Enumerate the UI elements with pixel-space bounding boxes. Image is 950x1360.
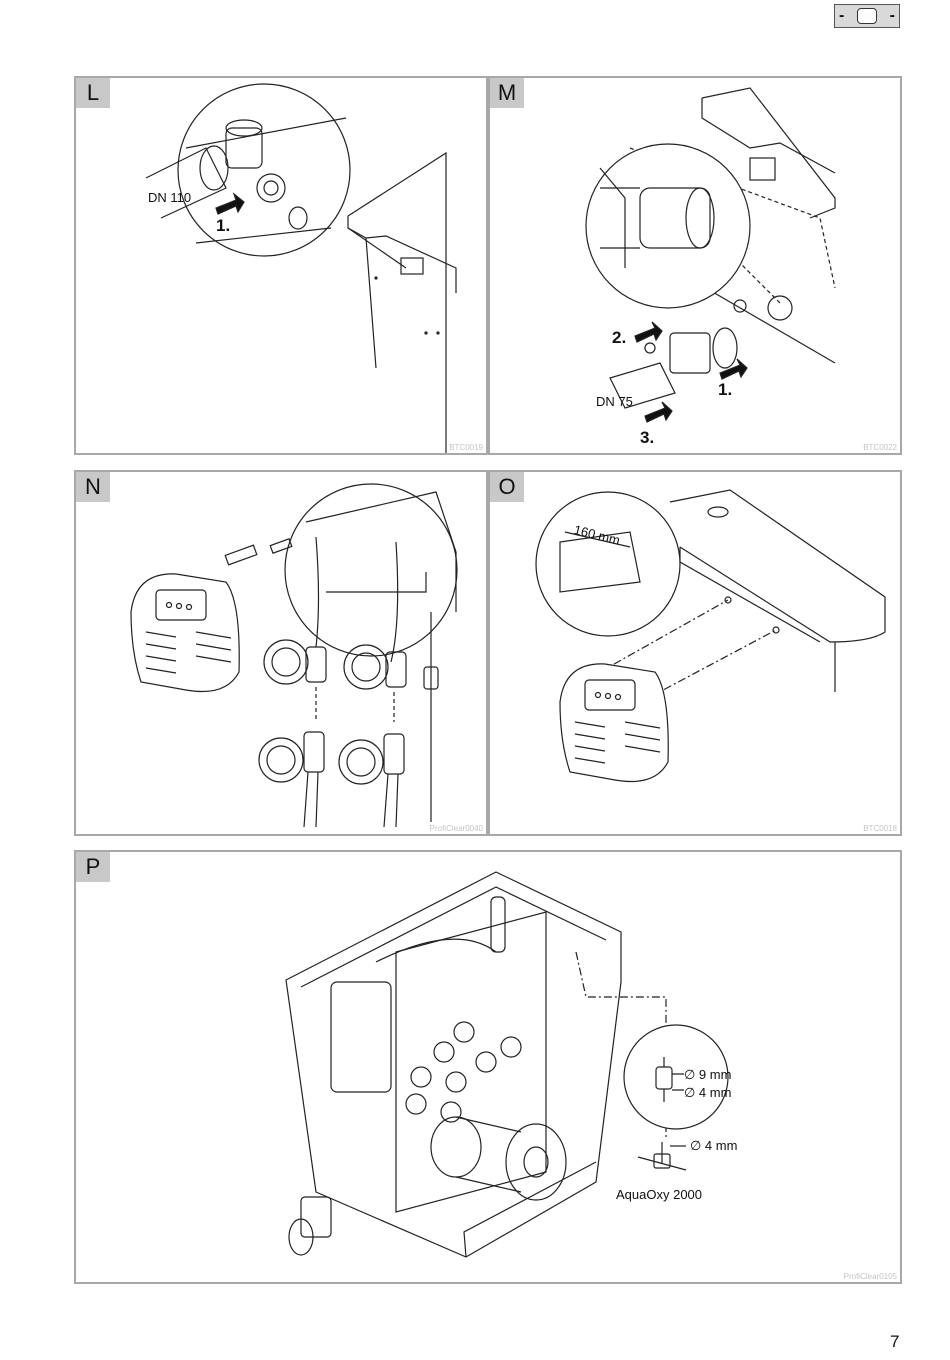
panel-o-tag: O: [490, 472, 524, 502]
figure-code: ProfiClear0105: [843, 1272, 897, 1281]
panel-o: O 160 mm BTC0018: [488, 470, 902, 836]
step-3-label: 3.: [640, 428, 655, 447]
illustration-m: [585, 87, 836, 423]
panel-p: P ∅ 9 mm ∅ 4 mm ∅ 4 mm AquaOxy 2000 Prof…: [74, 850, 902, 1284]
panel-m: M 2. 1. DN 75 3. BTC0022: [488, 76, 902, 455]
diameter-4mm-tpiece-label: ∅ 4 mm: [690, 1138, 738, 1153]
step-1-label: 1.: [216, 216, 231, 235]
step-1-label: 1.: [718, 380, 733, 399]
product-label: AquaOxy 2000: [616, 1187, 703, 1202]
header-left-dash: -: [839, 7, 845, 24]
illustration-p: [285, 871, 729, 1258]
pipe-diameter-label: DN 75: [596, 394, 633, 409]
figure-code: BTC0018: [863, 824, 897, 833]
header-right-dash: -: [889, 7, 895, 24]
figure-code: BTC0022: [863, 443, 897, 452]
page-number: 7: [890, 1332, 900, 1351]
figure-code: ProfiClear0040: [429, 824, 483, 833]
illustration-o: [535, 489, 886, 783]
pipe-diameter-label: DN 110: [148, 190, 192, 205]
diameter-9mm-label: ∅ 9 mm: [684, 1067, 732, 1082]
illustration-l: [145, 83, 457, 453]
figure-code: BTC0019: [449, 443, 483, 452]
panel-n-tag: N: [76, 472, 110, 502]
diameter-4mm-label: ∅ 4 mm: [684, 1085, 732, 1100]
panel-p-tag: P: [76, 852, 110, 882]
panel-l: L DN 110 1. BTC0019: [74, 76, 488, 455]
panel-l-tag: L: [76, 78, 110, 108]
illustration-n: [130, 483, 458, 828]
book-icon: [857, 8, 877, 24]
page-header-marker: - -: [834, 4, 900, 28]
panel-n: N ProfiClear0040: [74, 470, 488, 836]
step-2-label: 2.: [612, 328, 627, 347]
panel-m-tag: M: [490, 78, 524, 108]
